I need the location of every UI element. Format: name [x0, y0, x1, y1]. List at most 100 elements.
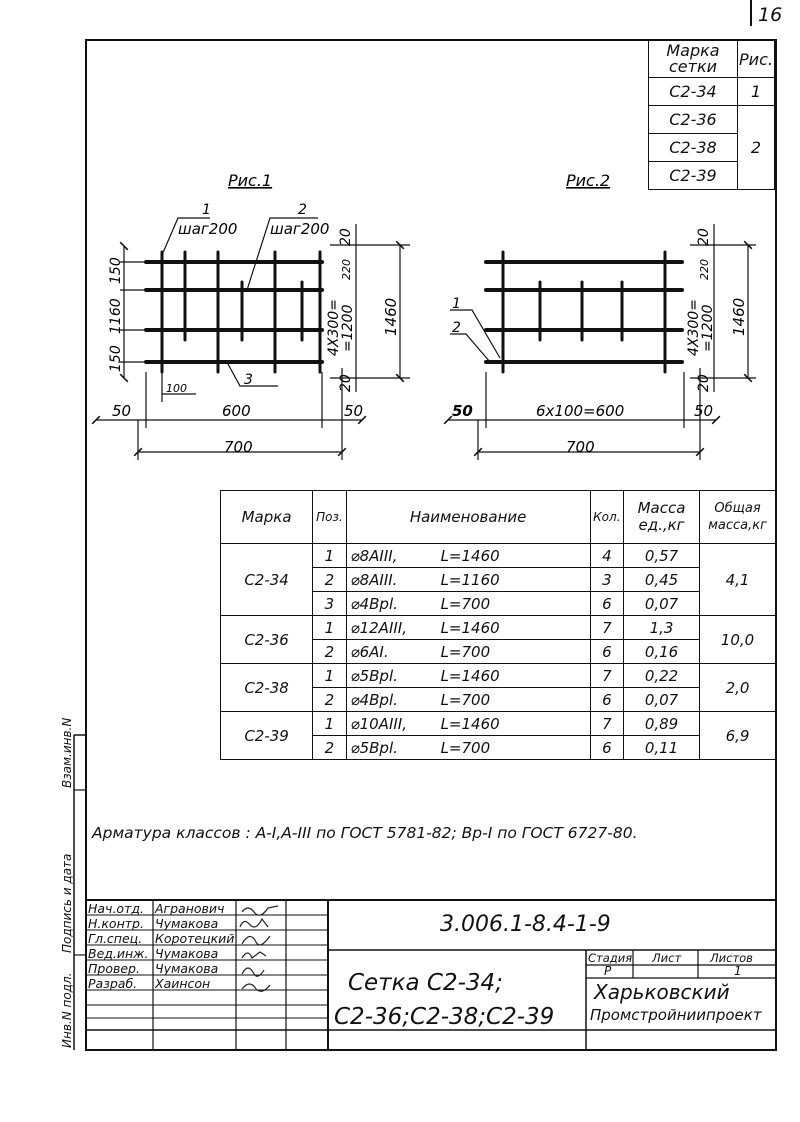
organization-line1: Харьковский [594, 980, 730, 1004]
fig1-dim-700: 700 [224, 438, 253, 456]
fig1-step2: шаг200 [270, 220, 329, 238]
fig1-dim-1160: 1160 [108, 298, 124, 334]
spec-name: ⌀5Bpl. L=700 [345, 735, 591, 760]
fig1-title: Рис.1 [228, 171, 272, 190]
fig2-dim-20a: 20 [696, 228, 712, 246]
stamp-name: Хаинсон [155, 976, 211, 991]
specification-table: Марка Поз. Наименование Кол. Масса ед.,к… [219, 490, 776, 760]
spec-len: L=700 [440, 642, 491, 661]
sheet-label: Лист [652, 951, 682, 965]
stamp-roles: Нач.отд. Н.контр. Гл.спец. Вед.инж. Пров… [88, 901, 148, 991]
spec-qty: 6 [589, 735, 625, 760]
fig2-pos1: 1 [452, 296, 461, 312]
spec-name: ⌀10АIII,L=1460 [345, 711, 591, 736]
page-number-divider [750, 0, 752, 26]
fig1-pos1: 1 [202, 202, 211, 218]
fig1-transverse-bars [160, 250, 322, 374]
fig1-dim-20a: 20 [338, 228, 354, 246]
spec-dia: ⌀5Bpl. [350, 738, 398, 757]
table-row: 2 ⌀4Bpl.L=700 6 0,07 [221, 687, 776, 712]
spec-len: L=700 [440, 738, 491, 757]
fig2-dim-1460: 1460 [730, 298, 748, 336]
spec-name: ⌀12АIII,L=1460 [345, 615, 591, 640]
sheets-value: 1 [734, 964, 742, 978]
fig2-longitudinal-bars [484, 260, 684, 364]
fig2-dim-50a: 50 [452, 402, 473, 420]
stamp-role: Разраб. [88, 976, 138, 991]
spec-header-mass-total: Общая масса,кг [699, 490, 776, 544]
drawing-title-line1: Сетка С2-34; [348, 970, 503, 996]
fig1-dim-150b: 150 [108, 345, 124, 372]
spec-total: 2,0 [699, 663, 776, 712]
spec-mark: С2-38 [219, 663, 314, 712]
mesh-legend-table: Марка сетки Рис. С2-34 1 С2-36 2 С2-38 С… [648, 40, 775, 190]
page-number: 16 [758, 4, 783, 26]
document-code: 3.006.1-8.4-1-9 [440, 912, 611, 937]
spec-len: L=1460 [440, 714, 500, 733]
stage-value: Р [604, 964, 612, 978]
fig1-dim-50a: 50 [112, 402, 131, 420]
fig1-dim-100: 100 [166, 382, 187, 395]
spec-mass: 0,07 [623, 687, 700, 712]
spec-pos: 1 [312, 711, 347, 736]
stamp-name: Чумакова [155, 946, 219, 961]
spec-name: ⌀4Bpl.L=700 [345, 687, 591, 712]
spec-qty: 6 [589, 591, 625, 616]
mesh-drawings: Рис.1 [91, 171, 756, 460]
fig1-dim-600: 600 [222, 402, 251, 420]
stage-label: Стадия [588, 951, 633, 965]
organization-line2: Промстройниипроект [590, 1006, 762, 1024]
spec-mass: 1,3 [623, 615, 700, 640]
side-label-vzam: Взам.инв.N [60, 717, 74, 788]
spec-pos: 2 [312, 639, 347, 664]
spec-mass: 0,07 [623, 591, 700, 616]
spec-dia: ⌀8АIII. [350, 570, 398, 589]
fig1-dim-150a: 150 [108, 257, 124, 284]
fig1-step1: шаг200 [178, 220, 237, 238]
fig1-pos3: 3 [244, 372, 253, 388]
spec-dia: ⌀5Bpl. [350, 666, 398, 685]
spec-header-qty: Кол. [589, 490, 625, 544]
spec-total: 4,1 [699, 543, 776, 616]
spec-header-mass-unit: Масса ед.,кг [623, 490, 700, 544]
fig2-title: Рис.2 [566, 171, 610, 190]
fig1-pos2: 2 [298, 202, 307, 218]
fig1-dim-50b: 50 [344, 402, 363, 420]
spec-name: ⌀8АIII. L=1160 [345, 567, 591, 592]
fig2-dim-50b: 50 [694, 402, 713, 420]
legend-mark: С2-36 [648, 105, 738, 134]
spec-dia: ⌀8АIII, [350, 546, 398, 565]
spec-total: 10,0 [699, 615, 776, 664]
fig1-dim-1200: =1200 [340, 305, 356, 352]
reinforcement-note: Арматура классов : A-I,A-III по ГОСТ 578… [92, 824, 638, 842]
sheets-label: Листов [710, 951, 753, 965]
spec-mark: С2-34 [219, 543, 314, 616]
spec-pos: 2 [312, 567, 347, 592]
stamp-role: Н.контр. [88, 916, 144, 931]
spec-mark: С2-39 [219, 711, 314, 760]
fig2-pos2: 2 [452, 320, 461, 336]
stamp-name: Чумакова [155, 916, 219, 931]
stamp-name: Коротецкий [155, 931, 235, 946]
stamp-role: Вед.инж. [88, 946, 149, 961]
legend-fig: 2 [737, 105, 775, 190]
side-label-podpis: Подпись и дата [60, 853, 74, 953]
spec-mass: 0,57 [623, 543, 700, 568]
table-row: С2-38 1 ⌀5Bpl.L=1460 7 0,22 2,0 [219, 663, 776, 712]
fig2-dim-700: 700 [566, 438, 595, 456]
stamp-role: Гл.спец. [88, 931, 143, 946]
spec-len: L=1160 [440, 570, 500, 589]
fig1-dim-4x300: 4X300= [326, 299, 342, 356]
fig1-longitudinal-bars [144, 260, 324, 364]
spec-mass: 0,45 [623, 567, 700, 592]
fig1-dim-220: 220 [340, 259, 353, 280]
spec-name: ⌀8АIII,L=1460 [345, 543, 591, 568]
spec-name: ⌀4Bpl.L=700 [345, 591, 591, 616]
spec-pos: 1 [312, 543, 347, 568]
stamp-name: Агранович [155, 901, 225, 916]
spec-len: L=1460 [440, 618, 500, 637]
fig1-dim-1460: 1460 [382, 298, 400, 336]
figure-2: Рис.2 [443, 171, 756, 460]
fig2-transverse-bars [501, 250, 667, 374]
